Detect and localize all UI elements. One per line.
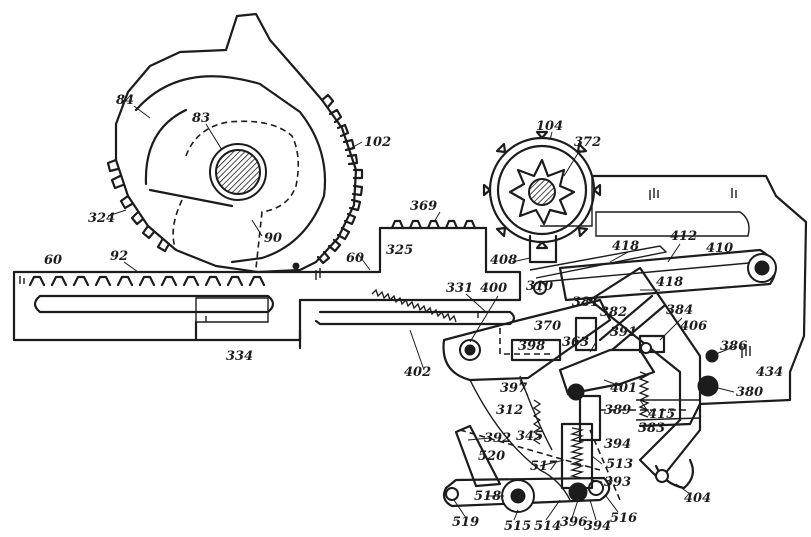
label-84: 84	[116, 93, 134, 108]
label-410: 410	[706, 241, 733, 256]
label-363: 363	[562, 335, 589, 350]
label-514: 514	[534, 519, 561, 534]
label-434: 434	[756, 365, 783, 380]
gear-hub	[209, 143, 267, 201]
label-369: 369	[410, 199, 437, 214]
slide-bar-rack-teeth	[28, 275, 266, 287]
lower-link	[442, 424, 669, 513]
label-392: 392	[484, 431, 511, 446]
label-406: 406	[680, 319, 707, 334]
label-384: 384	[666, 303, 693, 318]
label-394-lower: 394	[584, 519, 611, 534]
label-394-upper: 394	[604, 437, 631, 452]
escapement-wheel-teeth	[482, 130, 602, 250]
label-520: 520	[478, 449, 505, 464]
label-404: 404	[684, 491, 711, 506]
label-412: 412	[670, 229, 697, 244]
label-402: 402	[404, 365, 431, 380]
label-516: 516	[610, 511, 637, 526]
label-415: 415	[648, 407, 675, 422]
spring-vertical-a	[569, 427, 585, 479]
label-400: 400	[480, 281, 507, 296]
large-gear-segment	[106, 12, 364, 274]
label-325: 325	[386, 243, 413, 258]
label-391: 391	[610, 325, 637, 340]
label-90: 90	[264, 231, 282, 246]
label-60-right: 60	[346, 251, 364, 266]
label-372: 372	[574, 135, 601, 150]
label-312: 312	[496, 403, 523, 418]
label-104: 104	[536, 119, 563, 134]
hidden-lines	[459, 328, 690, 501]
label-389: 389	[604, 403, 631, 418]
pivot-studs	[292, 253, 777, 502]
spring-vertical-c	[532, 399, 542, 445]
label-380: 380	[736, 385, 763, 400]
label-334: 334	[226, 349, 253, 364]
label-92: 92	[110, 249, 128, 264]
label-324: 324	[88, 211, 115, 226]
label-398: 398	[518, 339, 545, 354]
gear-rim-teeth	[316, 93, 364, 265]
shading-marks	[19, 188, 751, 358]
upper-slide-link	[529, 245, 777, 302]
leader-lines	[107, 105, 737, 521]
reference-labels: 84 83 102 324 92 90 60 60 104 372 369 32…	[44, 93, 783, 534]
label-396: 396	[560, 515, 587, 530]
label-102: 102	[364, 135, 391, 150]
label-393: 393	[604, 475, 631, 490]
label-83: 83	[192, 111, 210, 126]
upper-rack-teeth	[390, 219, 477, 230]
label-418-lower: 418	[656, 275, 683, 290]
toothed-slide-bar	[12, 219, 522, 350]
label-345: 345	[516, 429, 543, 444]
label-515: 515	[504, 519, 531, 534]
spring-402	[371, 288, 457, 323]
label-382: 382	[600, 305, 627, 320]
gear-sector-teeth	[106, 158, 171, 253]
label-370: 370	[534, 319, 561, 334]
escapement-wheel	[482, 130, 602, 264]
star-wheel	[508, 158, 576, 226]
label-517: 517	[530, 459, 557, 474]
label-381: 381	[572, 295, 599, 310]
label-408: 408	[490, 253, 517, 268]
label-331: 331	[446, 281, 473, 296]
label-397: 397	[500, 381, 527, 396]
label-513: 513	[606, 457, 633, 472]
label-519: 519	[452, 515, 479, 530]
gear-cam-outline	[172, 120, 300, 269]
label-383: 383	[638, 421, 665, 436]
label-60-left: 60	[44, 253, 62, 268]
label-418-top: 418	[612, 239, 639, 254]
frame-plate	[540, 174, 808, 428]
